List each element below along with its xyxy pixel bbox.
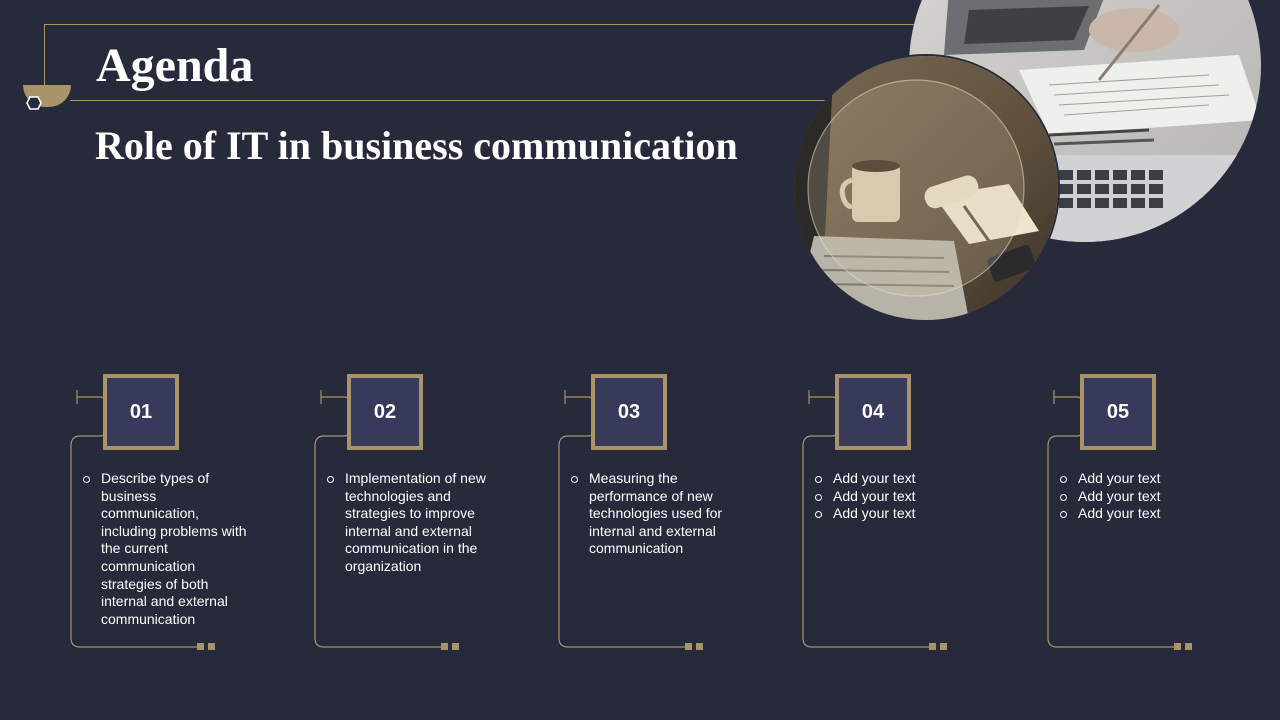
card-number: 05 bbox=[1080, 374, 1156, 450]
list-item: Add your text bbox=[814, 470, 984, 488]
list-item: Add your text bbox=[814, 505, 984, 523]
list-item: Add your text bbox=[1059, 505, 1229, 523]
agenda-card-5: 05 Add your text Add your text Add your … bbox=[1047, 370, 1247, 670]
card-number: 02 bbox=[347, 374, 423, 450]
card-items: Add your text Add your text Add your tex… bbox=[814, 470, 984, 523]
card-number: 01 bbox=[103, 374, 179, 450]
list-item: Add your text bbox=[1059, 488, 1229, 506]
card-items: Implementation of new technologies and s… bbox=[326, 470, 496, 576]
agenda-card-3: 03 Measuring the performance of new tech… bbox=[558, 370, 758, 670]
page-title: Agenda bbox=[96, 39, 254, 92]
list-item: Implementation of new technologies and s… bbox=[326, 470, 496, 576]
list-item: Add your text bbox=[814, 488, 984, 506]
header-left-line bbox=[44, 24, 45, 86]
hexagon-icon bbox=[26, 96, 42, 110]
list-item: Measuring the performance of new technol… bbox=[570, 470, 740, 558]
card-number: 03 bbox=[591, 374, 667, 450]
card-items: Add your text Add your text Add your tex… bbox=[1059, 470, 1229, 523]
page-subtitle: Role of IT in business communication bbox=[95, 123, 738, 168]
agenda-card-2: 02 Implementation of new technologies an… bbox=[314, 370, 514, 670]
coffee-desk-photo bbox=[794, 56, 1058, 320]
header-bottom-line bbox=[70, 100, 830, 101]
agenda-card-1: 01 Describe types of business communicat… bbox=[70, 370, 270, 670]
card-items: Describe types of business communication… bbox=[82, 470, 252, 628]
agenda-card-4: 04 Add your text Add your text Add your … bbox=[802, 370, 1002, 670]
header-top-line bbox=[44, 24, 944, 25]
card-number: 04 bbox=[835, 374, 911, 450]
list-item: Describe types of business communication… bbox=[82, 470, 252, 628]
list-item: Add your text bbox=[1059, 470, 1229, 488]
card-items: Measuring the performance of new technol… bbox=[570, 470, 740, 558]
